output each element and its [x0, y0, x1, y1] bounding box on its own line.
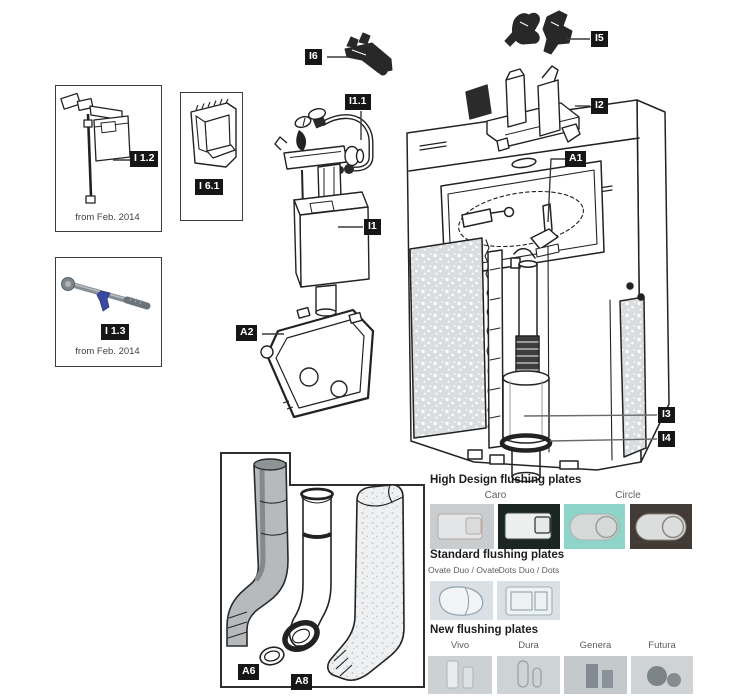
box-i13	[55, 257, 162, 367]
callout-i1: I1	[364, 219, 381, 235]
plate-tile-circle-turquoise	[564, 504, 625, 549]
flush-pipe-a6-drawing	[226, 458, 289, 647]
lever-bracket-i6-drawing	[344, 32, 393, 76]
callout-a2: A2	[236, 325, 258, 341]
circle-turquoise-plate-graphic	[569, 513, 620, 541]
o-ring-gasket-drawing	[259, 646, 285, 666]
fill-valve-i12-drawing	[60, 92, 131, 204]
callout-a8: A8	[291, 674, 313, 690]
plate-tile-dots	[497, 581, 560, 620]
bracket-i61-drawing	[190, 98, 237, 168]
dots-plate-graphic	[505, 586, 553, 616]
callout-i1-1: I1.1	[345, 94, 371, 110]
plate-tile-caro-dark	[498, 504, 560, 549]
dura-plate-graphic	[517, 660, 542, 688]
note-from-feb-2014-i13: from Feb. 2014	[75, 346, 140, 357]
model-label-ovate: Ovate Duo / Ovate	[428, 565, 500, 575]
callout-i5: I5	[591, 31, 608, 47]
cistern-cutaway-drawing	[406, 99, 670, 483]
mounting-bracket-i2-drawing	[465, 65, 581, 152]
new-section-title: New flushing plates	[430, 624, 538, 636]
model-label-circle: Circle	[615, 490, 641, 501]
standard-section-title: Standard flushing plates	[430, 549, 565, 561]
levers-i5-drawing	[504, 10, 573, 55]
caro-dark-plate-graphic	[504, 512, 552, 540]
fill-valve-i1-drawing	[274, 108, 374, 317]
callout-i1-2: I 1.2	[130, 151, 159, 167]
leader-lines	[113, 38, 658, 442]
model-label-caro: Caro	[484, 490, 507, 501]
supply-pipe-i13-photo	[61, 277, 151, 312]
box-i61	[180, 92, 243, 221]
plate-tile-circle-dark	[630, 504, 692, 549]
callout-i3: I3	[658, 407, 675, 423]
callout-i6: I6	[305, 49, 322, 65]
plate-tile-genera	[564, 656, 627, 694]
plate-tile-dura	[497, 656, 560, 694]
box-i12	[55, 85, 162, 232]
caro-light-plate-graphic	[437, 513, 483, 540]
futura-plate-graphic	[647, 666, 681, 687]
callout-i6-1: I 6.1	[195, 179, 224, 195]
a-parts-box	[220, 452, 425, 688]
plate-tile-ovate	[430, 581, 493, 620]
model-label-genera: Genera	[579, 640, 612, 651]
insulation-shell-a8-drawing	[327, 484, 405, 681]
model-label-dura: Dura	[518, 640, 539, 651]
callout-i4: I4	[658, 431, 675, 447]
plate-tile-caro-light	[430, 504, 494, 549]
note-from-feb-2014-i12: from Feb. 2014	[75, 212, 140, 223]
model-label-futura: Futura	[648, 640, 676, 651]
model-label-vivo: Vivo	[450, 640, 470, 651]
protection-plate-a2-drawing	[260, 306, 375, 419]
callout-a1: A1	[565, 151, 587, 167]
plate-tile-futura	[631, 656, 693, 694]
callout-a6: A6	[238, 664, 260, 680]
flush-bend-a8-drawing	[282, 487, 334, 653]
plate-tile-vivo	[428, 656, 492, 694]
high-design-section-title: High Design flushing plates	[430, 474, 582, 486]
genera-plate-graphic	[586, 664, 613, 688]
ovate-plate-graphic	[438, 586, 484, 616]
model-label-dots: Dots Duo / Dots	[498, 565, 560, 575]
callout-i2: I2	[591, 98, 608, 114]
callout-i1-3: I 1.3	[101, 324, 130, 340]
vivo-plate-graphic	[446, 660, 474, 689]
circle-dark-plate-graphic	[633, 511, 689, 543]
